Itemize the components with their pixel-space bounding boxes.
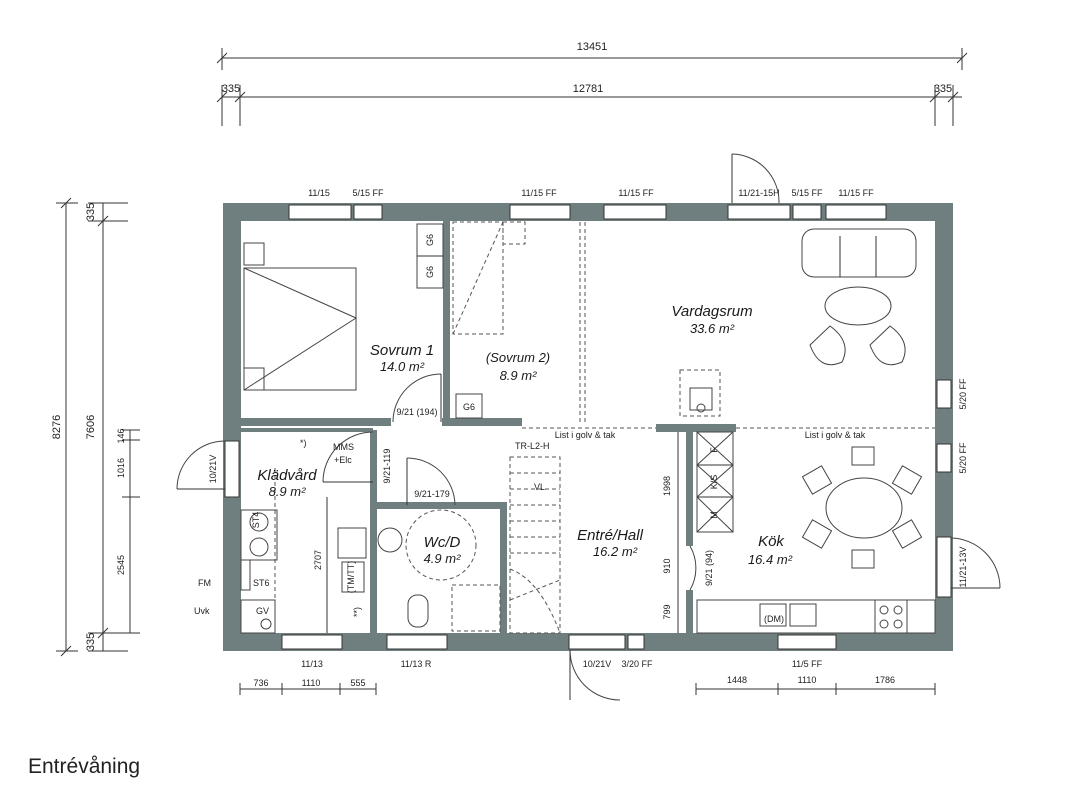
dim-inner-width: 12781 (573, 83, 604, 95)
label-st4: ST4 (251, 512, 261, 529)
dim-left-2545: 2545 (116, 555, 126, 575)
left-dimensions: 8276 335 7606 335 146 1016 2545 (51, 197, 140, 657)
dim-inner-2707: 2707 (313, 550, 323, 570)
window-label-top-5: 11/21-15H (738, 188, 779, 198)
kitchen-label-ks: K/S (709, 475, 719, 490)
dim-inner-1998: 1998 (662, 476, 672, 496)
window-label-left-1: 10/21V (208, 455, 218, 484)
bottom-windows: 11/13 11/13 R 10/21V 3/20 FF 11/5 FF (281, 634, 837, 701)
dim-bottom-1786: 1786 (875, 675, 895, 685)
list-label-left: List i golv & tak (555, 430, 616, 440)
window-label-top-1: 11/15 (308, 188, 330, 198)
living-room-furniture (679, 228, 935, 429)
stair-label-vl: VL (534, 482, 545, 492)
dim-wall-right: 335 (934, 83, 952, 95)
right-windows: 5/20 FF 5/20 FF 11/21-13V (936, 378, 1001, 598)
room-name-entre: Entré/Hall (577, 527, 644, 544)
interior-dimensions: 2707 1998 910 799 (313, 432, 679, 633)
window-label-top-6: 5/15 FF (791, 188, 823, 198)
window-label-bottom-1: 11/13 (301, 659, 323, 669)
dim-left-146: 146 (116, 428, 126, 443)
window-label-top-2: 5/15 FF (352, 188, 384, 198)
dim-left-1016: 1016 (116, 458, 126, 478)
room-area-sovrum-1: 14.0 m² (380, 359, 425, 374)
window-label-right-2: 5/20 FF (958, 442, 968, 474)
bedroom-1-furniture: G6 G6 (243, 223, 444, 391)
window-label-bottom-5: 11/5 FF (792, 659, 823, 669)
interior-doors: 9/21 (194) 9/21-119 9/21-179 9/21 (94) (322, 373, 714, 591)
bottom-dimensions: 736 1110 555 1448 1110 1786 (239, 675, 936, 695)
outer-walls (223, 203, 953, 651)
kitchen-label-mo: M (709, 511, 719, 519)
dim-inner-height: 7606 (85, 415, 97, 439)
kitchen-label-dm: (DM) (764, 614, 784, 624)
closet-label-g6-2: G6 (425, 266, 435, 278)
page-title: Entrévåning (28, 755, 141, 778)
dim-wall-top: 335 (85, 203, 97, 221)
dim-wall-bottom: 335 (85, 633, 97, 651)
dim-bottom-1448: 1448 (727, 675, 747, 685)
top-dimensions: 13451 335 12781 335 (216, 41, 968, 126)
label-tmtt: (TM/TT) (346, 561, 356, 593)
label-elc: +Elc (334, 455, 352, 465)
closet-label-g6-1: G6 (425, 234, 435, 246)
room-name-wcd: Wc/D (424, 534, 461, 551)
interior-walls (241, 221, 736, 633)
door-label-kok: 9/21 (94) (704, 550, 714, 586)
dim-total-width: 13451 (577, 41, 608, 53)
dim-bottom-1110-left: 1110 (302, 678, 321, 688)
label-st6: ST6 (253, 578, 270, 588)
bedroom-2-fixtures: G6 (452, 221, 656, 429)
room-area-sovrum-2: 8.9 m² (500, 368, 538, 383)
door-label-klad: 9/21-119 (382, 449, 392, 484)
closet-label-g6-3: G6 (463, 402, 475, 412)
window-label-top-4: 11/15 FF (618, 188, 654, 198)
kitchen-label-fridge: F (709, 447, 719, 453)
list-label-right: List i golv & tak (805, 430, 866, 440)
dim-wall-left: 335 (222, 83, 240, 95)
door-label-sovrum: 9/21 (194) (396, 407, 437, 417)
window-label-bottom-3: 10/21V (583, 659, 612, 669)
window-label-bottom-2: 11/13 R (401, 659, 432, 669)
room-name-kladvard: Klädvård (257, 467, 317, 484)
note-star-1: *) (300, 438, 307, 448)
room-area-entre: 16.2 m² (593, 544, 638, 559)
dim-bottom-555: 555 (350, 678, 365, 688)
note-star-2: **) (352, 607, 362, 617)
window-label-right-3: 11/21-13V (958, 547, 968, 588)
wc-fixtures (337, 509, 501, 632)
left-windows: 10/21V (176, 440, 240, 498)
room-name-vardagsrum: Vardagsrum (671, 303, 752, 320)
kitchen-furniture: F K/S M (DM) (696, 431, 936, 634)
stair-label-trl2h: TR-L2-H (515, 441, 550, 451)
dim-bottom-736: 736 (253, 678, 268, 688)
window-label-top-3: 11/15 FF (521, 188, 557, 198)
label-mms: MMS (333, 442, 354, 452)
dim-inner-910: 910 (662, 558, 672, 573)
room-labels: Sovrum 1 14.0 m² (Sovrum 2) 8.9 m² Varda… (257, 303, 792, 567)
annotation-labels: List i golv & tak List i golv & tak *) *… (194, 430, 866, 617)
door-label-wc: 9/21-179 (414, 489, 450, 499)
window-label-top-7: 11/15 FF (838, 188, 874, 198)
staircase: VL TR-L2-H (509, 441, 561, 634)
room-area-kok: 16.4 m² (748, 552, 793, 567)
room-area-vardagsrum: 33.6 m² (690, 321, 735, 336)
dim-bottom-1110-right: 1110 (798, 675, 817, 685)
label-fm: FM (198, 578, 211, 588)
label-uvk: Uvk (194, 606, 210, 616)
window-label-bottom-4: 3/20 FF (621, 659, 653, 669)
room-name-kok: Kök (758, 533, 785, 550)
dim-total-height: 8276 (51, 415, 63, 439)
dim-inner-799: 799 (662, 604, 672, 619)
laundry-fixtures (240, 468, 278, 634)
room-name-sovrum-1: Sovrum 1 (370, 342, 434, 359)
room-area-kladvard: 8.9 m² (269, 484, 307, 499)
label-gv: GV (256, 606, 269, 616)
window-label-right-1: 5/20 FF (958, 378, 968, 410)
room-name-sovrum-2: (Sovrum 2) (486, 350, 550, 365)
top-windows: 11/15 5/15 FF 11/15 FF 11/15 FF 11/21-15… (288, 153, 887, 220)
room-area-wcd: 4.9 m² (424, 551, 462, 566)
